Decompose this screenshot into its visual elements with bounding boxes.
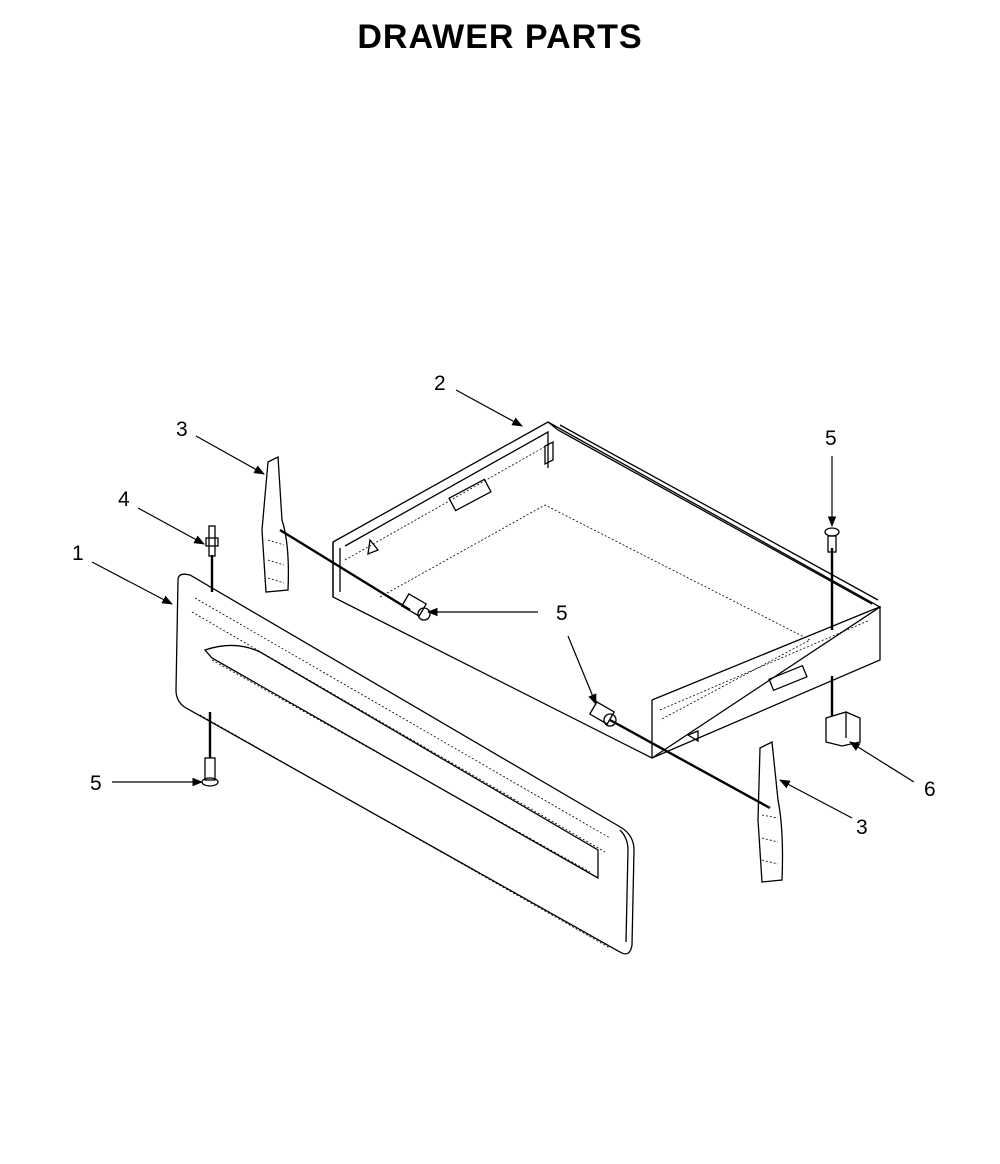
callout-1: 1 xyxy=(72,542,84,565)
callout-5-left: 5 xyxy=(556,602,568,625)
callout-5-bottom-left: 5 xyxy=(90,772,102,795)
callout-2: 2 xyxy=(434,372,446,395)
callout-5-top-right: 5 xyxy=(825,427,837,450)
leader-3-left xyxy=(195,435,265,475)
leader-3-right xyxy=(779,779,853,819)
leader-6 xyxy=(849,741,915,783)
drawer-box xyxy=(332,421,882,759)
leader-4 xyxy=(137,507,205,545)
leader-2 xyxy=(455,389,523,427)
callout-3-right: 3 xyxy=(856,816,868,839)
drawer-front-panel xyxy=(175,573,635,955)
callout-4: 4 xyxy=(118,488,130,511)
leader-1 xyxy=(91,561,173,605)
screw-top-right xyxy=(824,527,840,553)
slide-rail-right xyxy=(757,740,784,883)
pin xyxy=(205,525,219,557)
screw-bottom-left xyxy=(201,757,219,787)
callout-6: 6 xyxy=(924,778,936,801)
assembly-line-right xyxy=(609,718,771,810)
screw-center xyxy=(588,701,617,727)
diagram-title: DRAWER PARTS xyxy=(357,18,643,56)
leader-5-center xyxy=(567,635,597,705)
bracket xyxy=(825,711,861,747)
callout-3-left: 3 xyxy=(176,418,188,441)
slide-rail-left xyxy=(261,455,290,593)
assembly-line-left xyxy=(279,528,411,612)
